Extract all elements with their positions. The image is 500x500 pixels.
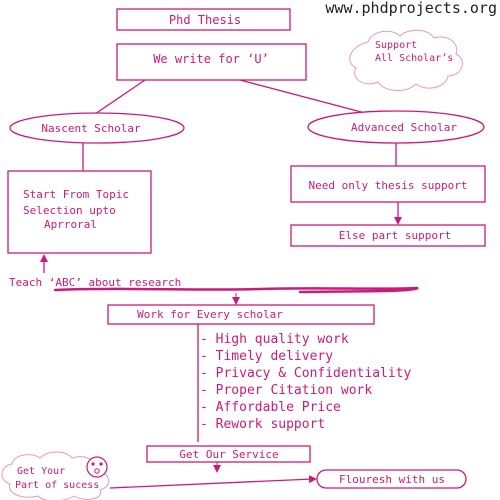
get-part-line-1: Get Your bbox=[17, 466, 65, 477]
else-part-label: Else part support bbox=[339, 229, 452, 242]
support-cloud: Support All Scholar’s bbox=[349, 29, 463, 91]
service-item-rework: - Rework support bbox=[200, 417, 325, 432]
nascent-scholar-label: Nascent Scholar bbox=[41, 122, 141, 135]
title-box bbox=[116, 8, 291, 31]
service-item-citation: - Proper Citation work bbox=[200, 383, 372, 398]
nascent-scholar-ellipse bbox=[9, 112, 185, 144]
teach-abc-label: Teach ‘ABC’ about research bbox=[9, 276, 181, 289]
start-topic-line-1: Start From Topic bbox=[23, 188, 129, 201]
service-item-high-quality: - High quality work bbox=[200, 332, 349, 347]
else-part-box bbox=[290, 224, 486, 247]
smiley-face-icon bbox=[86, 456, 108, 478]
get-service-box bbox=[146, 445, 311, 463]
title-label: Phd Thesis bbox=[169, 13, 241, 27]
work-every-box bbox=[107, 304, 375, 325]
start-topic-box bbox=[7, 170, 152, 254]
arrow-to-flouresh bbox=[109, 475, 317, 489]
service-item-privacy: - Privacy & Confidentiality bbox=[200, 366, 411, 381]
flouresh-label: Flouresh with us bbox=[339, 473, 445, 486]
service-item-timely: - Timely delivery bbox=[200, 349, 333, 364]
thesis-support-label: Need only thesis support bbox=[309, 179, 468, 192]
service-item-price: - Affordable Price bbox=[200, 400, 341, 415]
service-list: - High quality work - Timely delivery - … bbox=[200, 332, 411, 432]
get-part-line-2: Part of sucess bbox=[15, 480, 99, 491]
get-part-cloud: Get Your Part of sucess bbox=[1, 451, 110, 500]
start-topic-line-2: Selection upto bbox=[23, 204, 116, 217]
connector-to-advanced bbox=[239, 79, 366, 114]
get-service-label: Get Our Service bbox=[179, 448, 278, 461]
support-cloud-line-2: All Scholar’s bbox=[375, 53, 453, 64]
start-topic-line-3: Aprroral bbox=[44, 218, 97, 231]
we-write-label: We write for ‘U’ bbox=[153, 52, 269, 66]
flouresh-box bbox=[316, 469, 467, 489]
advanced-scholar-label: Advanced Scholar bbox=[351, 121, 457, 134]
website-url: www.phdprojects.org bbox=[325, 0, 497, 17]
connector-to-nascent bbox=[94, 79, 146, 115]
underline-swoosh bbox=[53, 286, 419, 294]
work-every-label: Work for Every scholar bbox=[137, 308, 283, 321]
thesis-support-box bbox=[290, 165, 486, 203]
support-cloud-line-1: Support bbox=[375, 40, 417, 51]
we-write-box bbox=[116, 43, 307, 81]
